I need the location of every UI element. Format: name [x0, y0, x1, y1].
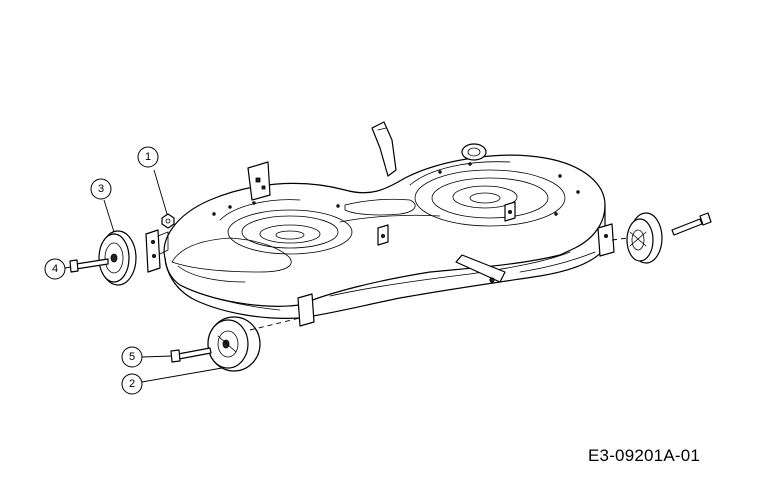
- mower-deck: [163, 121, 606, 327]
- callout-5: 5: [121, 346, 173, 368]
- callout-4: 4: [44, 258, 72, 280]
- assembly-line-right-wheel: [611, 237, 629, 241]
- front-wheel-axle-bolt: [170, 347, 212, 363]
- svg-text:2: 2: [129, 378, 135, 390]
- svg-text:5: 5: [129, 351, 135, 363]
- svg-text:1: 1: [145, 151, 151, 163]
- callout-1: 1: [137, 146, 168, 215]
- svg-text:4: 4: [52, 263, 58, 275]
- right-wheel-axle-bolt: [671, 212, 712, 236]
- right-front-wheel: [597, 212, 663, 264]
- left-wheel: [98, 230, 137, 286]
- left-wheel-mount: [145, 229, 169, 273]
- assembly-line-front-wheel: [249, 317, 301, 331]
- front-wheel: [207, 316, 261, 372]
- nut: [161, 213, 175, 229]
- callout-2: 2: [121, 367, 223, 395]
- callout-3: 3: [90, 178, 115, 233]
- left-wheel-bolt: [69, 258, 109, 273]
- svg-text:3: 3: [98, 183, 104, 195]
- drawing-number: E3-09201A-01: [588, 446, 701, 465]
- deck-bolt-holes: [212, 162, 580, 216]
